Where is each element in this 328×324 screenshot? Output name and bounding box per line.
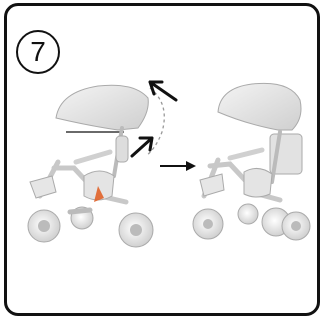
right-arrow-icon [160,161,196,171]
tricycle-after [193,83,310,240]
tricycle-before [28,85,153,247]
rotation-path [146,88,164,156]
